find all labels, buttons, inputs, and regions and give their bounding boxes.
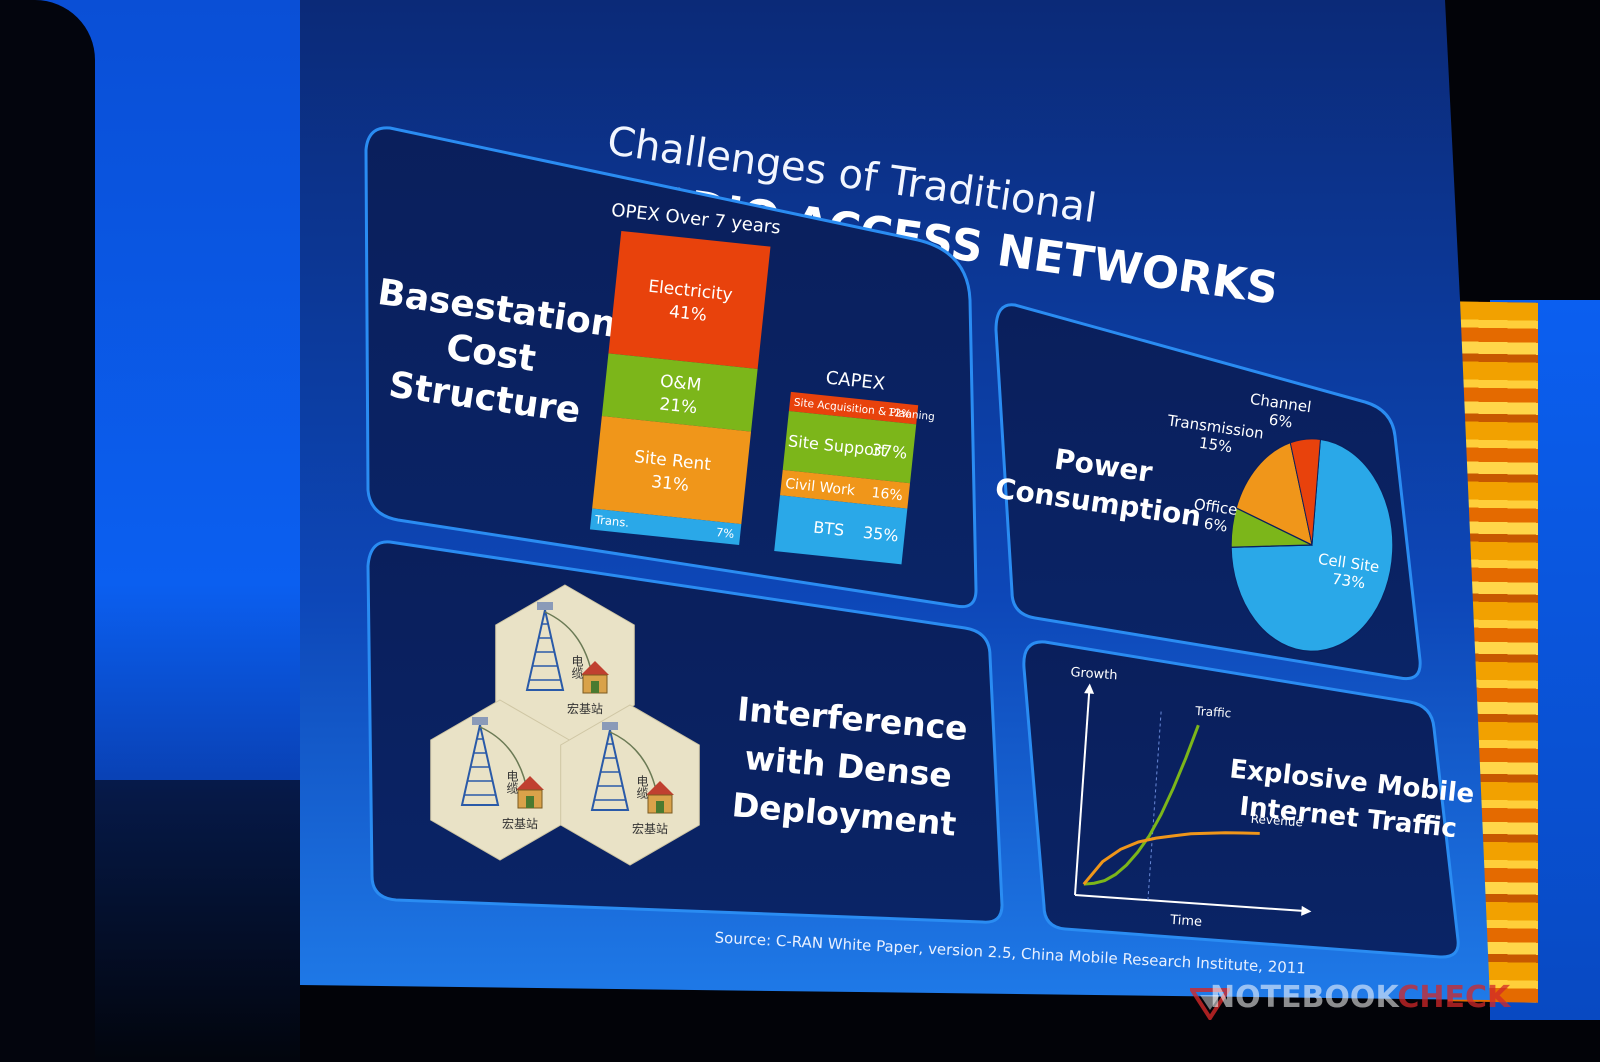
segment-value: 7% [715, 525, 735, 541]
cable-label: 电缆 [635, 775, 649, 799]
crossover-marker [1147, 710, 1162, 901]
pie-value: 15% [1198, 434, 1234, 456]
interference-heading: Interference with Dense Deployment [730, 689, 969, 843]
opex-stacked-bar: OPEX Over 7 years Electricity41%O&M21%Si… [589, 200, 782, 546]
station-house-icon [581, 661, 609, 694]
segment-value: 16% [871, 485, 904, 504]
projection-screen: Challenges of Traditional RADIO ACCESS N… [300, 0, 1600, 1060]
pie-slices [1230, 438, 1394, 652]
segment-label: O&M [659, 371, 702, 395]
watermark: NOTEBOOKCHECK [1210, 980, 1510, 1026]
bar-segment-bts [774, 495, 908, 565]
station-house-icon [646, 781, 674, 814]
segment-label: Trans. [593, 512, 629, 530]
cable-label: 电缆 [505, 770, 519, 794]
segment-value: 35% [862, 523, 899, 546]
bar-segment-site-rent [592, 415, 752, 525]
bar-segment-site-support [782, 410, 917, 484]
cell-tower-icon [590, 722, 630, 811]
y-axis-arrow-icon [1084, 683, 1095, 694]
notebookcheck-logo-icon [1190, 988, 1230, 1020]
cell-tower-icon [525, 602, 565, 691]
x-axis-arrow-icon [1301, 905, 1312, 916]
cell-tower-icon [460, 717, 500, 806]
presenter-silhouette [0, 0, 95, 1062]
series-line-traffic [1083, 724, 1200, 886]
pie-value: 73% [1331, 570, 1367, 592]
capex-stacked-bar: CAPEX Site Acquisition & Planning12%Site… [774, 367, 935, 565]
series-label-revenue: Revenue [1250, 812, 1303, 830]
segment-value: 21% [658, 394, 698, 418]
segment-value: 41% [668, 302, 708, 326]
segment-value: 37% [871, 440, 908, 463]
segment-label: BTS [812, 518, 845, 540]
pie-slice-transmission [1235, 441, 1313, 547]
pie-value: 6% [1203, 514, 1229, 535]
hex-shape [560, 704, 700, 866]
watermark-text: NOTEBOOK [1210, 980, 1398, 1015]
pie-slice-channel [1289, 438, 1321, 546]
macro-station-label: 宏基站 [502, 816, 538, 831]
station-house-icon [516, 776, 544, 809]
macro-station-label: 宏基站 [632, 821, 668, 836]
cable-label: 电缆 [570, 655, 584, 679]
traffic-panel [1022, 640, 1460, 959]
power-pie-chart: Cell Site73%Office6%Transmission15%Chann… [1165, 390, 1394, 652]
pie-value: 6% [1268, 410, 1294, 431]
bar-segment-o-m [601, 353, 758, 432]
x-axis [1074, 894, 1305, 913]
segment-value: 31% [650, 472, 690, 496]
series-label-traffic: Traffic [1194, 704, 1232, 721]
y-axis-label: Growth [1070, 665, 1118, 683]
pie-label: Office [1193, 495, 1239, 519]
bar-segment-trans- [589, 508, 742, 546]
segment-value: 12% [887, 406, 912, 420]
bar-segment-site-acquisition-planning [788, 391, 919, 425]
bar-segment-civil-work [780, 469, 911, 509]
macro-station-label: 宏基站 [567, 701, 603, 716]
bar-segment-electricity [608, 230, 771, 369]
segment-label: Civil Work [784, 476, 856, 499]
x-axis-label: Time [1169, 913, 1203, 930]
y-axis [1074, 690, 1091, 896]
watermark-text-accent: CHECK [1397, 980, 1511, 1015]
series-line-revenue [1082, 831, 1260, 886]
